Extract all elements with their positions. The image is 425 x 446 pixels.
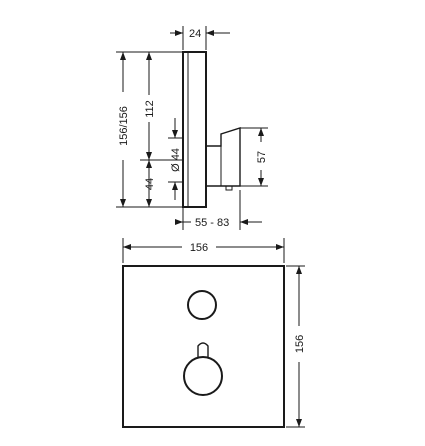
thermostat-knob [183, 356, 223, 396]
dim-projection-label: 55 - 83 [195, 217, 229, 229]
arrow [276, 244, 284, 250]
dim-depth-label: 24 [189, 28, 201, 40]
arrow [146, 52, 152, 60]
dim-total-height-label: 156/156 [118, 106, 130, 146]
arrow [258, 178, 264, 186]
front-view: 156 156 [122, 238, 306, 428]
arrow [175, 219, 183, 225]
dim-upper-height-label: 112 [144, 100, 156, 118]
arrow [296, 419, 302, 427]
dim-handle-height-label: 57 [256, 151, 268, 163]
dim-height-label: 156 [294, 335, 306, 353]
arrow [120, 199, 126, 207]
dim-lower-height-label: 44 [144, 178, 156, 190]
arrow [240, 219, 248, 225]
arrow [258, 128, 264, 136]
dim-diameter-label: Ø 44 [170, 148, 182, 172]
knob-indicator [197, 342, 209, 357]
arrow [206, 30, 214, 36]
arrow [123, 244, 131, 250]
arrow [120, 52, 126, 60]
arrow [172, 182, 178, 190]
dim-width-label: 156 [190, 242, 208, 254]
arrow [175, 30, 183, 36]
arrow [146, 199, 152, 207]
arrow [296, 266, 302, 274]
plate-front-outline [122, 265, 285, 428]
flow-button [187, 290, 217, 320]
plate-side-outline [182, 51, 207, 208]
arrow [146, 152, 152, 160]
arrow [146, 160, 152, 168]
handle-side-outline [206, 127, 241, 187]
arrow [172, 130, 178, 138]
handle-base-stub [225, 185, 233, 191]
side-view: 24 156/156 112 44 Ø 44 [116, 26, 268, 230]
